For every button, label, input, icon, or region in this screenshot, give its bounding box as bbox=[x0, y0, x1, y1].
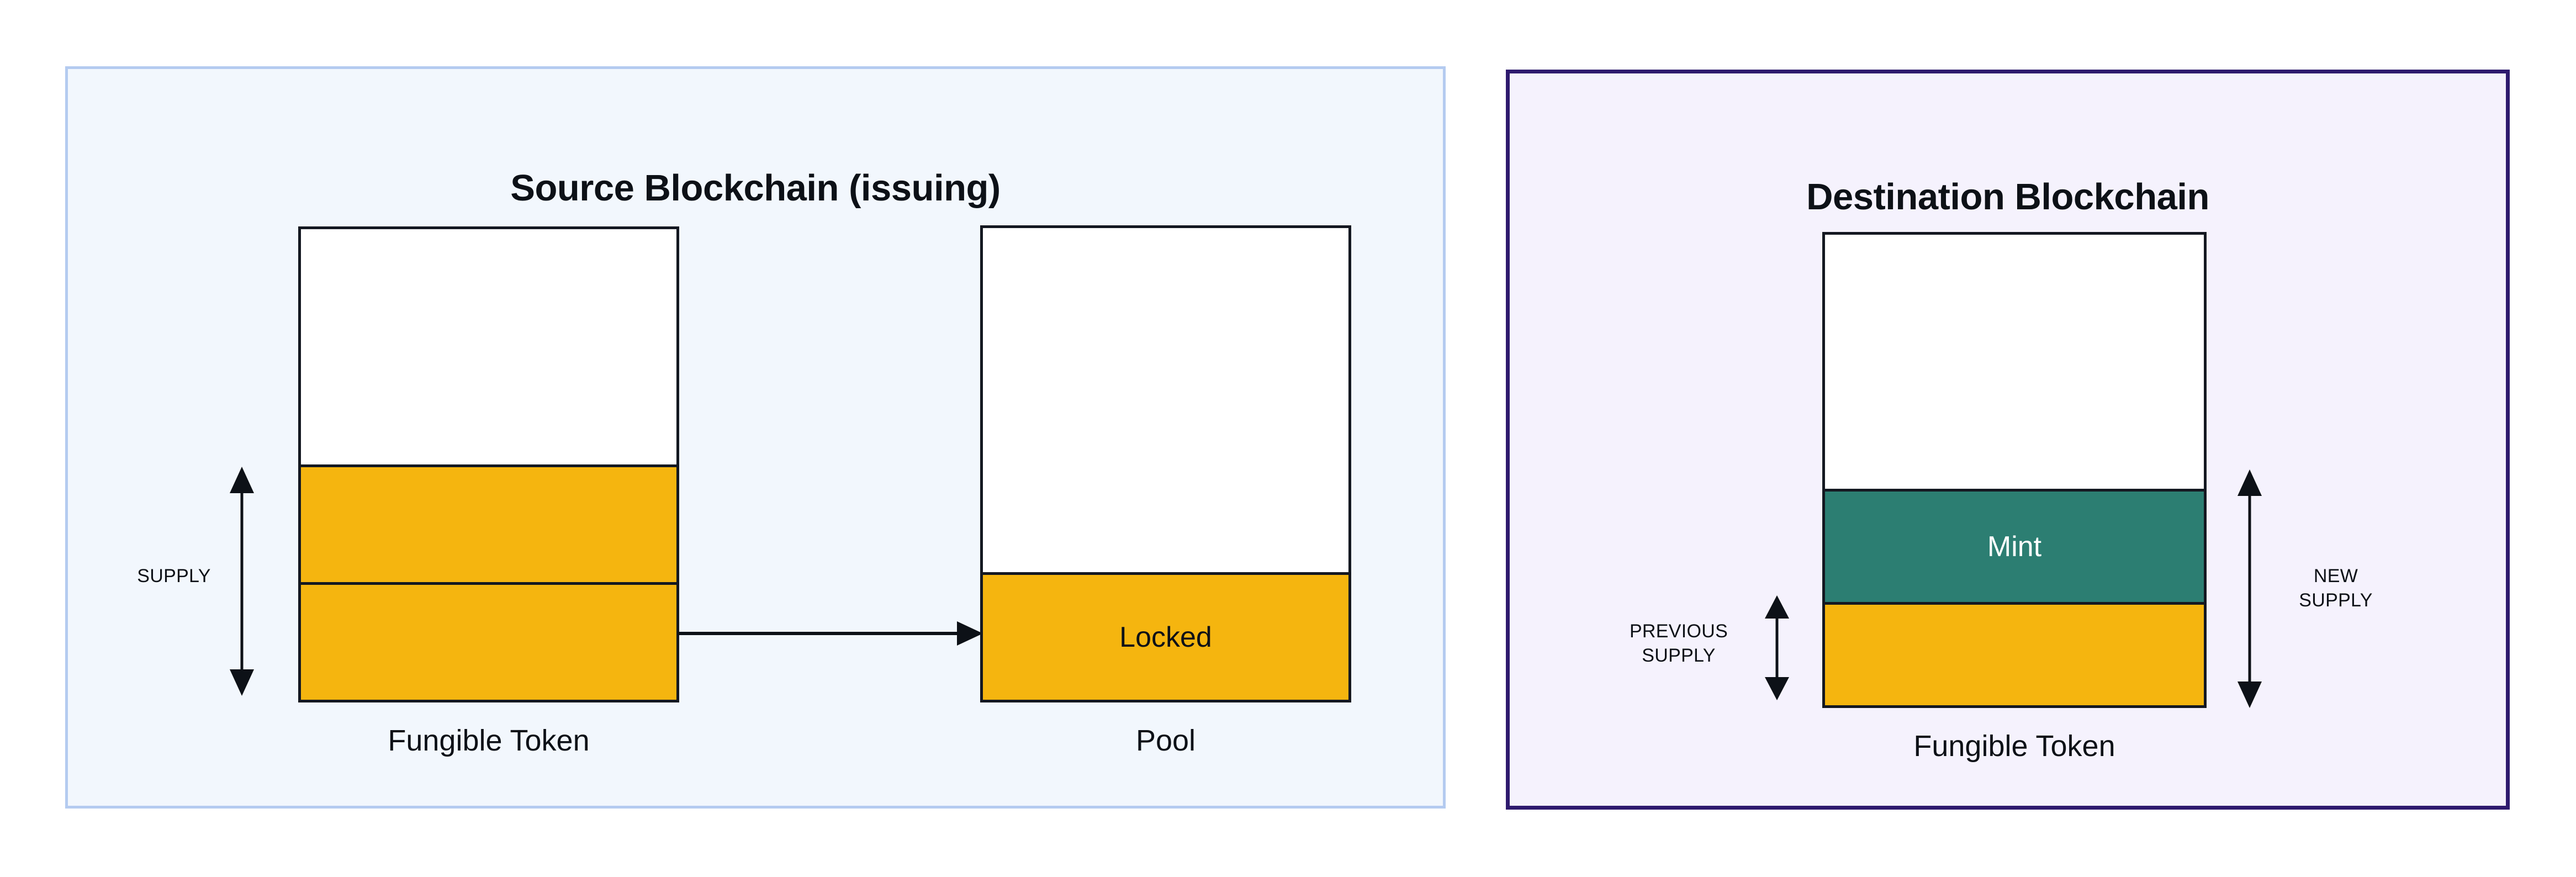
destination-token-headroom-segment bbox=[1825, 235, 2204, 489]
destination-token-mint-segment: Mint bbox=[1825, 489, 2204, 602]
pool-locked-label: Locked bbox=[1119, 621, 1212, 654]
pool-locked-segment: Locked bbox=[983, 572, 1348, 700]
destination-token-mint-label: Mint bbox=[1987, 530, 2042, 563]
destination-fungible-token-caption: Fungible Token bbox=[1913, 730, 2115, 763]
previous-supply-measure-arrow bbox=[1765, 595, 1789, 700]
pool-box: Locked bbox=[980, 225, 1351, 702]
new-supply-measure-arrow bbox=[2238, 469, 2262, 708]
source-token-supply-lower-segment bbox=[301, 582, 676, 700]
supply-measure-label: SUPPLY bbox=[137, 566, 211, 587]
lock-transfer-arrow bbox=[678, 621, 983, 646]
pool-headroom-segment bbox=[983, 228, 1348, 573]
source-token-supply-upper-segment bbox=[301, 464, 676, 582]
source-token-headroom-segment bbox=[301, 229, 676, 464]
new-supply-measure-label: NEW SUPPLY bbox=[2299, 566, 2373, 611]
source-fungible-token-box bbox=[298, 226, 679, 702]
destination-token-previous-supply-segment bbox=[1825, 601, 2204, 705]
source-fungible-token-caption: Fungible Token bbox=[388, 724, 590, 757]
pool-caption: Pool bbox=[1135, 724, 1196, 757]
source-panel-title: Source Blockchain (issuing) bbox=[510, 167, 1001, 209]
destination-fungible-token-box: Mint bbox=[1822, 232, 2207, 708]
destination-panel-title: Destination Blockchain bbox=[1806, 176, 2209, 218]
previous-supply-measure-label: PREVIOUS SUPPLY bbox=[1629, 621, 1728, 666]
supply-measure-arrow bbox=[230, 467, 254, 696]
